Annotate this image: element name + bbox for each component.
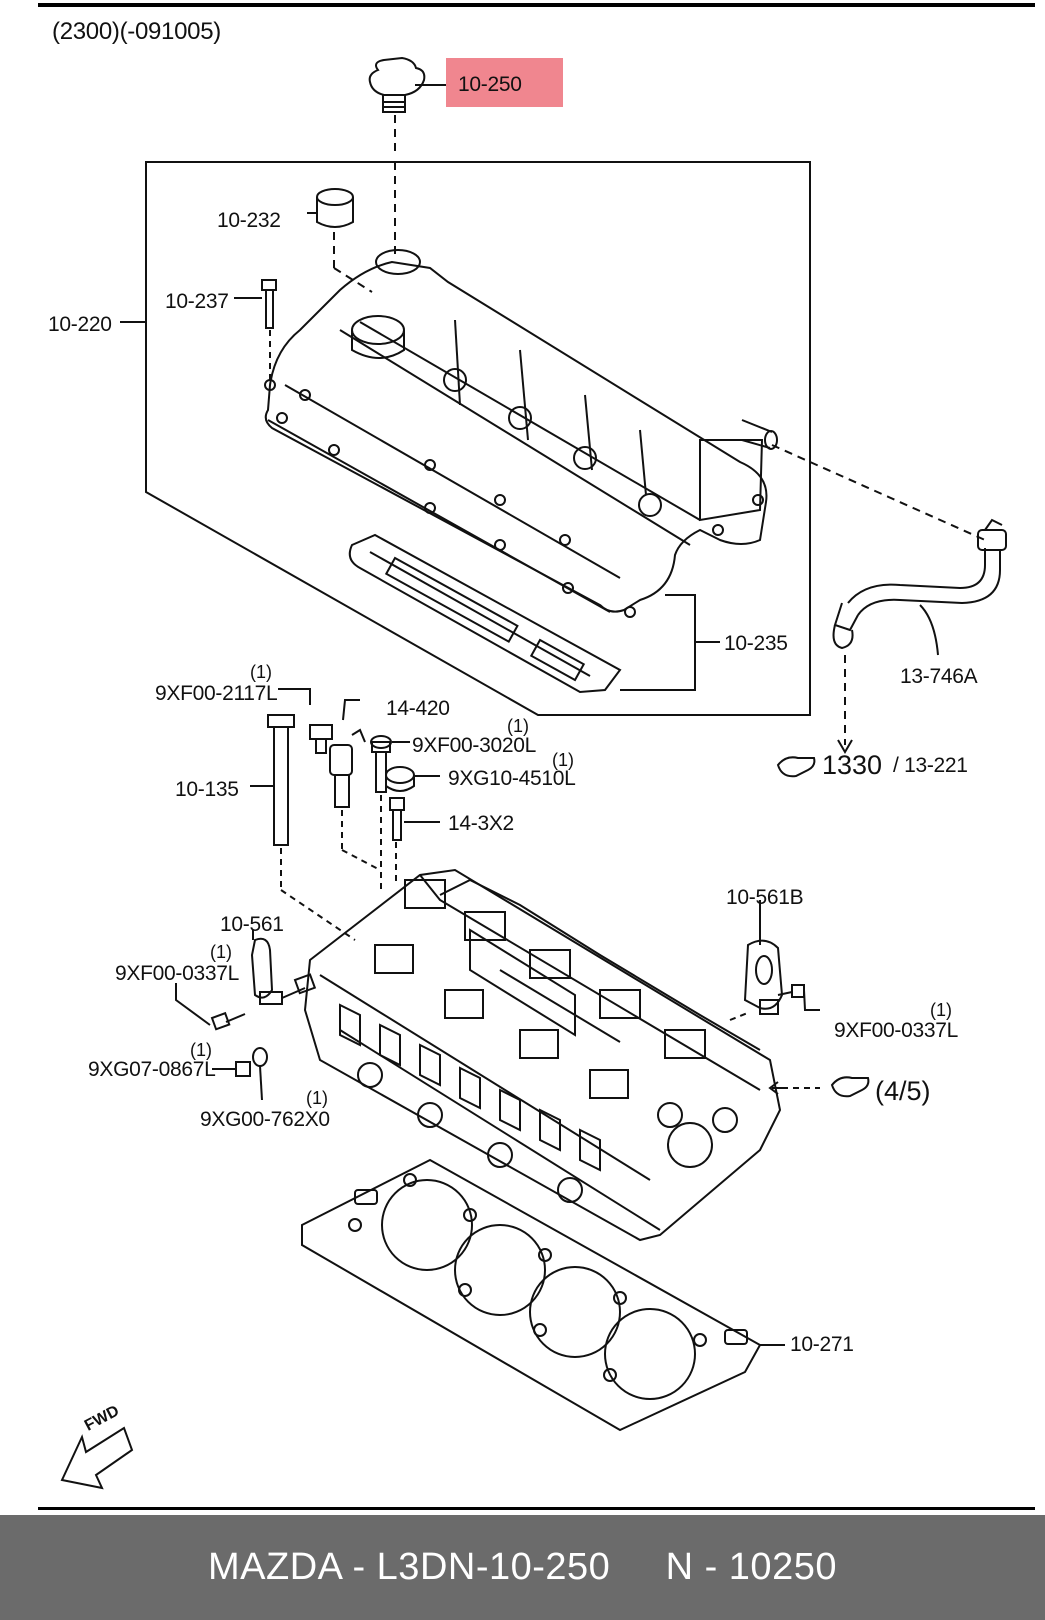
part-10-235-label: 10-235: [724, 632, 788, 655]
header-code: (2300)(-091005): [52, 18, 221, 45]
qty-9XG00-762X0: (1): [306, 1088, 328, 1108]
fwd-arrow: [60, 1426, 134, 1490]
part-9XG10-4510L-label: 9XG10-4510L: [448, 767, 576, 790]
part-10-561-label: 10-561: [220, 913, 284, 936]
ref-13-221-label: / 13-221: [893, 754, 968, 777]
part-10-271-label: 10-271: [790, 1333, 854, 1356]
part-10-237-label: 10-237: [165, 290, 229, 313]
highlight-10-250: [446, 58, 563, 107]
breather-hose: [832, 518, 1007, 650]
top-rule: [38, 3, 1035, 7]
part-10-220-label: 10-220: [48, 313, 112, 336]
qty-9XG07-0867L: (1): [190, 1040, 212, 1060]
cover-gasket: [348, 533, 622, 694]
part-13-746A-label: 13-746A: [900, 665, 978, 688]
footer-bar: MAZDA - L3DN-10-250 N - 10250: [0, 1515, 1045, 1620]
part-9XF00-0337L-left-label: 9XF00-0337L: [115, 962, 239, 985]
exploded-parts-diagram: [60, 56, 1007, 1490]
part-9XG07-0867L-label: 9XG07-0867L: [88, 1058, 216, 1081]
qty-9XF00-0337L-right: (1): [930, 1000, 952, 1020]
part-14-3X2-label: 14-3X2: [448, 812, 514, 835]
part-10-135-label: 10-135: [175, 778, 239, 801]
part-9XF00-0337L-right-label: 9XF00-0337L: [834, 1019, 958, 1042]
cylinder-head-cover: [264, 249, 778, 618]
cylinder-head: [303, 868, 782, 1242]
part-14-420-label: 14-420: [386, 697, 450, 720]
oil-filler-cap: [368, 56, 426, 155]
bottom-rule: [38, 1507, 1035, 1510]
part-10-232-label: 10-232: [217, 209, 281, 232]
ref-1330-label: 1330: [822, 750, 883, 780]
part-9XF00-3020L-label: 9XF00-3020L: [412, 734, 536, 757]
qty-9XG10-4510L: (1): [552, 750, 574, 770]
cover-assembly-frame: [145, 161, 811, 716]
qty-9XF00-2117L: (1): [250, 662, 272, 682]
qty-9XF00-0337L-left: (1): [210, 942, 232, 962]
head-gasket: [301, 1158, 762, 1432]
part-9XF00-2117L-label: 9XF00-2117L: [155, 682, 278, 705]
part-10-561B-label: 10-561B: [726, 886, 804, 909]
ref-4-5-label: (4/5): [875, 1076, 931, 1106]
part-10-250-label: 10-250: [458, 73, 522, 96]
qty-9XF00-3020L: (1): [507, 716, 529, 736]
part-9XG00-762X0-label: 9XG00-762X0: [200, 1108, 330, 1131]
footer-part-number: MAZDA - L3DN-10-250 N - 10250: [208, 1546, 837, 1588]
